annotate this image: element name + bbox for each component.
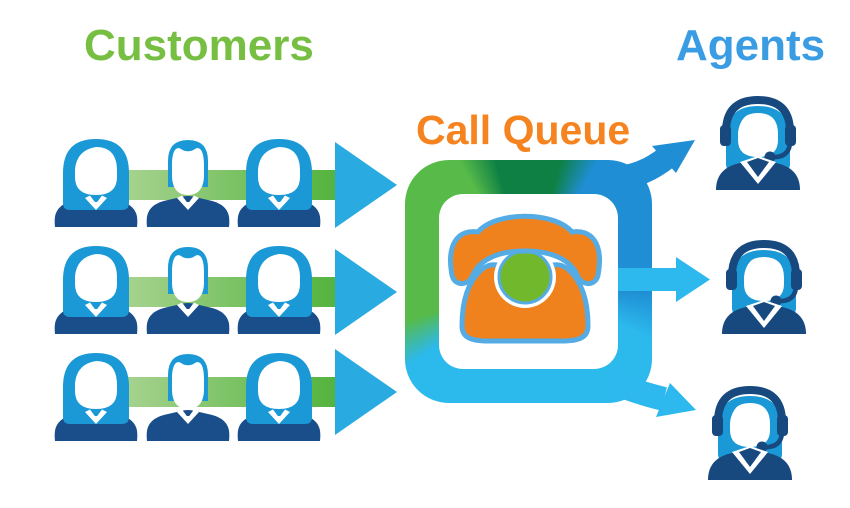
inbound-arrow-icon-row3 (335, 349, 397, 435)
call-queue-title: Call Queue (416, 107, 631, 153)
customer-icon-woman (54, 139, 138, 227)
agent-icon-middle (722, 244, 806, 334)
outbound-arrow-bottom-head (656, 383, 696, 417)
outbound-arrow-middle-shaft (618, 268, 678, 291)
agent-icon-top (716, 100, 800, 190)
customers-group (54, 139, 321, 441)
customer-icon-woman (54, 246, 138, 334)
agents-title: Agents (676, 21, 826, 70)
phone-handset (448, 213, 602, 286)
inbound-arrow-icon-row2 (335, 249, 397, 335)
outbound-arrow-top-shaft (608, 148, 674, 192)
customer-icon-woman (237, 139, 321, 227)
agents-group (708, 100, 806, 480)
outbound-arrows (603, 140, 710, 417)
customer-icon-woman (237, 246, 321, 334)
phone-dial (497, 249, 553, 305)
customer-icon-woman (237, 353, 321, 441)
outbound-arrow-middle-head (676, 257, 710, 302)
customer-icon-woman (54, 353, 138, 441)
outbound-arrow-top-head (652, 140, 695, 173)
telephone-icon (448, 213, 602, 344)
inbound-arrow-icon-row1 (335, 142, 397, 228)
outbound-arrow-bottom-shaft (603, 369, 667, 411)
agent-icon-bottom (708, 390, 792, 480)
customers-title: Customers (84, 21, 314, 70)
